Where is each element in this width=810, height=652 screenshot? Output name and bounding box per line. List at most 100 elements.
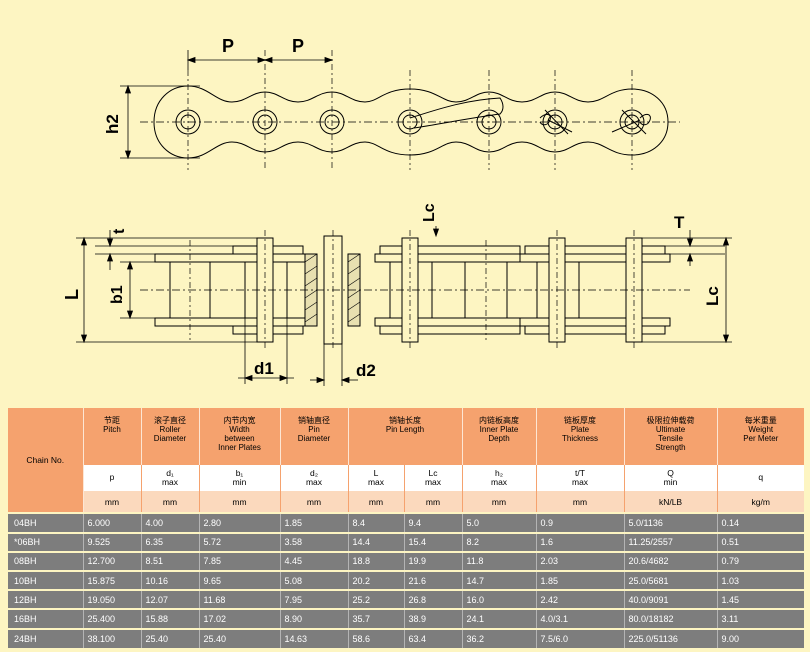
cell-pitch: 15.875 [83, 569, 142, 591]
table-row: *06BH 9.525 6.35 5.72 3.58 14.4 15.4 8.2… [8, 531, 805, 552]
cell-pin-diameter: 7.95 [280, 589, 349, 610]
unit-weight: kg/m [717, 491, 805, 514]
cell-weight: 9.00 [717, 627, 805, 648]
label-T: T [674, 213, 685, 232]
cotter-pin-2 [611, 113, 651, 133]
chain-plan-view [154, 235, 671, 345]
cell-roller: 12.07 [141, 589, 200, 610]
cell-chain-no: 08BH [8, 550, 84, 571]
cell-plate-depth: 24.1 [462, 608, 537, 629]
cell-pin-length-Lc: 38.9 [404, 608, 463, 629]
cell-pin-diameter: 3.58 [280, 531, 349, 552]
cell-pitch: 25.400 [83, 608, 142, 629]
cell-pin-diameter: 8.90 [280, 608, 349, 629]
unit-row: mm mm mm mm mm mm mm mm kN/LB kg/m [8, 491, 805, 514]
cell-pin-length-L: 35.7 [348, 608, 405, 629]
cell-weight: 1.03 [717, 569, 805, 591]
cell-pin-length-Lc: 21.6 [404, 569, 463, 591]
cell-pitch: 19.050 [83, 589, 142, 610]
label-pitch-1: P [222, 36, 234, 56]
cell-pin-length-L: 14.4 [348, 531, 405, 552]
cell-pin-diameter: 1.85 [280, 512, 349, 533]
cell-width: 2.80 [199, 512, 281, 533]
sym-weight: q [717, 464, 805, 492]
cell-roller: 25.40 [141, 627, 200, 648]
label-d1: d1 [254, 359, 274, 378]
cell-pin-length-L: 25.2 [348, 589, 405, 610]
cell-pin-length-L: 20.2 [348, 569, 405, 591]
label-Lc-top: Lc [421, 203, 438, 222]
label-d2: d2 [356, 361, 376, 380]
cell-pitch: 12.700 [83, 550, 142, 571]
cell-weight: 0.51 [717, 531, 805, 552]
unit-pin-length-L: mm [348, 491, 405, 514]
cell-pitch: 9.525 [83, 531, 142, 552]
cell-tensile: 40.0/9091 [624, 589, 718, 610]
cell-width: 5.72 [199, 531, 281, 552]
cell-width: 25.40 [199, 627, 281, 648]
cell-chain-no: 10BH [8, 569, 84, 591]
cell-plate-thickness: 2.42 [536, 589, 625, 610]
cell-plate-thickness: 1.6 [536, 531, 625, 552]
cell-tensile: 20.6/4682 [624, 550, 718, 571]
cell-weight: 1.45 [717, 589, 805, 610]
cell-width: 7.85 [199, 550, 281, 571]
table-row: 04BH 6.000 4.00 2.80 1.85 8.4 9.4 5.0 0.… [8, 512, 805, 533]
table-row: 24BH 38.100 25.40 25.40 14.63 58.6 63.4 … [8, 627, 805, 648]
cell-plate-depth: 36.2 [462, 627, 537, 648]
cell-chain-no: 04BH [8, 512, 84, 533]
cell-chain-no: 12BH [8, 589, 84, 610]
cell-pin-length-L: 8.4 [348, 512, 405, 533]
cell-roller: 6.35 [141, 531, 200, 552]
cell-weight: 0.14 [717, 512, 805, 533]
unit-pin-length-Lc: mm [404, 491, 463, 514]
cell-tensile: 80.0/18182 [624, 608, 718, 629]
cell-plate-thickness: 2.03 [536, 550, 625, 571]
cell-plate-thickness: 0.9 [536, 512, 625, 533]
label-h2: h2 [103, 114, 122, 134]
cell-pin-length-Lc: 9.4 [404, 512, 463, 533]
label-L: L [62, 289, 82, 300]
cell-plate-depth: 8.2 [462, 531, 537, 552]
cell-pin-length-Lc: 15.4 [404, 531, 463, 552]
cell-plate-depth: 14.7 [462, 569, 537, 591]
cell-pin-length-L: 18.8 [348, 550, 405, 571]
cell-chain-no: 16BH [8, 608, 84, 629]
cell-pin-length-Lc: 26.8 [404, 589, 463, 610]
unit-width: mm [199, 491, 281, 514]
cell-pitch: 6.000 [83, 512, 142, 533]
unit-plate-thickness: mm [536, 491, 625, 514]
cell-roller: 8.51 [141, 550, 200, 571]
unit-roller: mm [141, 491, 200, 514]
cell-pin-diameter: 5.08 [280, 569, 349, 591]
cell-plate-depth: 11.8 [462, 550, 537, 571]
table-row: 10BH 15.875 10.16 9.65 5.08 20.2 21.6 14… [8, 569, 805, 591]
cell-roller: 15.88 [141, 608, 200, 629]
cell-tensile: 225.0/51136 [624, 627, 718, 648]
cell-tensile: 25.0/5681 [624, 569, 718, 591]
sym-pitch: p [83, 464, 142, 492]
cell-plate-thickness: 4.0/3.1 [536, 608, 625, 629]
cell-plate-depth: 16.0 [462, 589, 537, 610]
cell-plate-thickness: 7.5/6.0 [536, 627, 625, 648]
cell-tensile: 11.25/2557 [624, 531, 718, 552]
table-row: 12BH 19.050 12.07 11.68 7.95 25.2 26.8 1… [8, 589, 805, 610]
chain-drawing: P P h2 [62, 36, 732, 386]
unit-pin-diameter: mm [280, 491, 349, 514]
cell-weight: 0.79 [717, 550, 805, 571]
unit-plate-depth: mm [462, 491, 537, 514]
cell-pin-diameter: 4.45 [280, 550, 349, 571]
cell-width: 17.02 [199, 608, 281, 629]
